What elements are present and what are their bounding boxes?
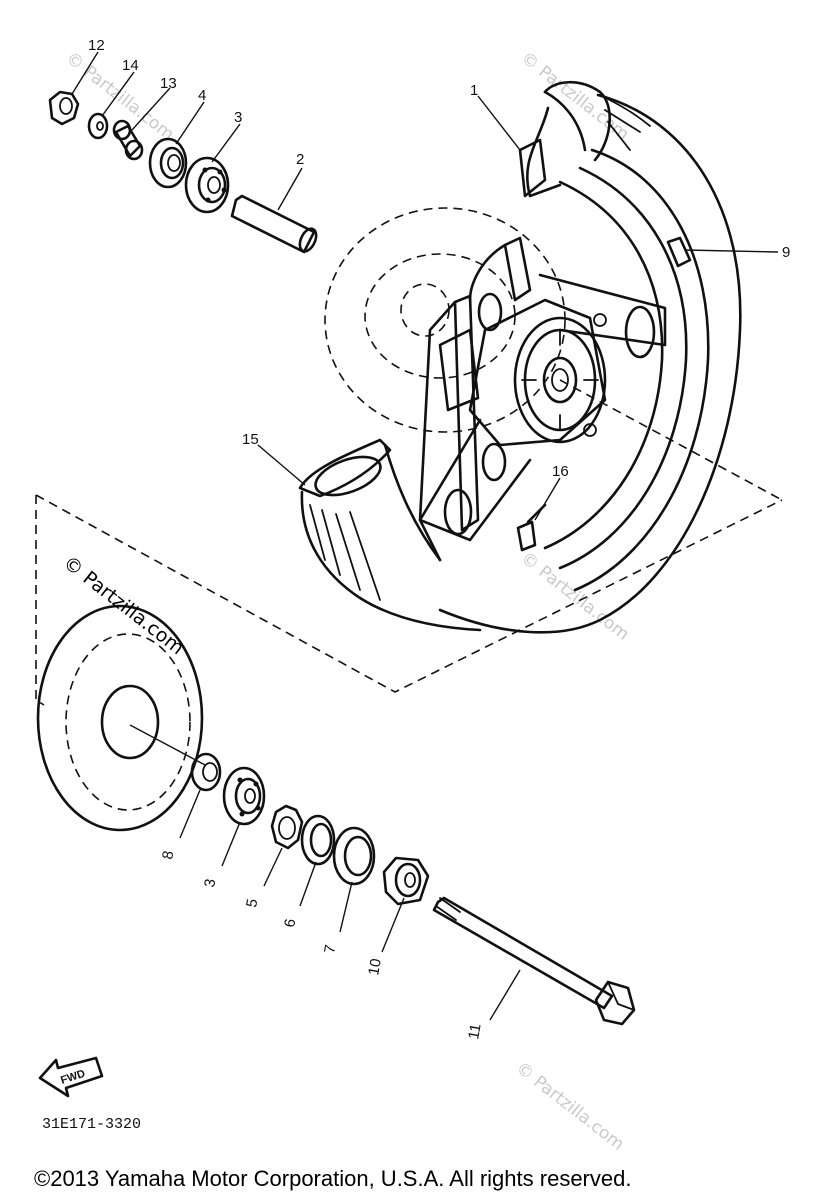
callout-13: 13	[160, 75, 177, 92]
part-2-spacer	[230, 194, 318, 254]
faint-watermarks: © Partzilla.com © Partzilla.com © Partzi…	[62, 48, 633, 1155]
wheel-hub	[438, 298, 607, 447]
copyright-notice: ©2013 Yamaha Motor Corporation, U.S.A. A…	[34, 1166, 631, 1191]
rim-outer	[438, 93, 742, 634]
part-8-collar	[190, 752, 222, 792]
callout-12: 12	[88, 37, 105, 54]
callout-7: 7	[321, 944, 339, 955]
part-6-seal	[300, 814, 336, 866]
callout-1: 1	[470, 82, 478, 99]
wheel-assembly	[257, 80, 779, 634]
callout-5: 5	[243, 898, 261, 909]
callout-15: 15	[242, 431, 259, 448]
fwd-label: FWD	[59, 1068, 87, 1087]
watermark-faint-bottom: © Partzilla.com	[512, 1058, 628, 1155]
part-16-valve	[516, 503, 547, 552]
callout-8: 8	[159, 850, 177, 861]
part-5-gear	[270, 804, 304, 850]
part-1-tire	[518, 80, 651, 198]
part-11-axle	[432, 896, 636, 1026]
callout-11: 11	[465, 1022, 484, 1040]
part-7-seal	[332, 826, 376, 886]
callout-14: 14	[122, 57, 139, 74]
callout-2: 2	[296, 151, 304, 168]
part-4-seal	[148, 137, 188, 189]
part-3-bearing-lower	[222, 766, 266, 826]
callout-3-lower: 3	[201, 878, 219, 889]
part-14-washer	[87, 112, 109, 140]
upper-hardware	[48, 51, 318, 254]
callout-10: 10	[365, 957, 385, 976]
callout-4: 4	[198, 87, 206, 104]
brake-disc-front	[36, 604, 206, 832]
part-9-balance-weight	[666, 236, 692, 268]
lower-hardware	[179, 752, 636, 1026]
callout-3-upper: 3	[234, 109, 242, 126]
assembly-boundary	[35, 379, 783, 706]
part-13-collar	[112, 119, 144, 161]
fwd-arrow-icon: FWD	[38, 1056, 104, 1098]
wheel-spokes	[418, 236, 667, 562]
callout-9: 9	[782, 244, 790, 261]
part-code: 31E171-3320	[42, 1116, 141, 1133]
brake-disc-outline-rear	[324, 207, 566, 433]
part-10-collar	[382, 856, 430, 906]
part-12-nut	[48, 90, 80, 126]
callout-labels: 12 14 13 4 3 2 1 9 15 16 8 3 5 6 7 10 11	[88, 37, 790, 1041]
part-15-tire-tube	[298, 438, 482, 632]
callout-6: 6	[281, 918, 299, 929]
part-3-bearing-upper	[184, 156, 230, 214]
callout-16: 16	[552, 463, 569, 480]
